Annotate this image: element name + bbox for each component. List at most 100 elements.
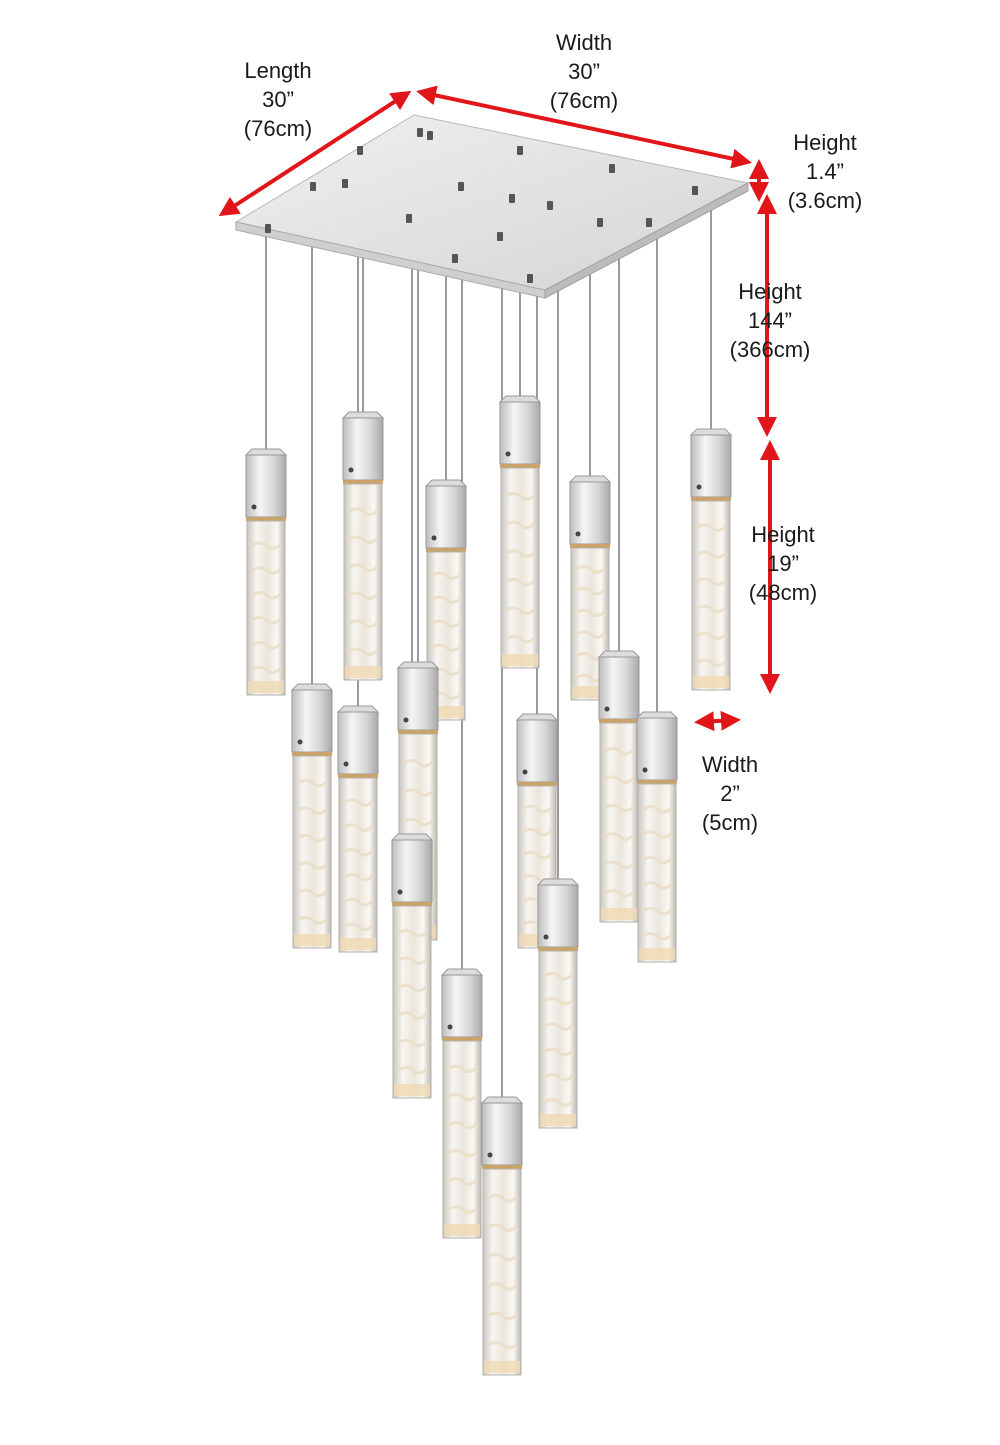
crystal-inclusion [504,634,537,644]
cord-fitting [509,194,515,203]
pendant-cap-top [390,833,434,841]
pendant-glow-band [343,480,383,484]
crystal-inclusion [347,535,380,545]
crystal-pendant-icon [480,1096,524,1376]
cord-fitting [527,274,533,283]
width-caption: Width [555,30,613,55]
cord-fitting [609,164,615,173]
crystal-inclusion [250,591,283,600]
overall-height-imperial: 144” [747,308,793,333]
crystal-base-glow [340,938,376,950]
crystal-inclusion [446,1092,479,1102]
crystal-base-glow [693,676,729,688]
pendant-screw [543,934,549,940]
pendant-height-caption: Height [751,522,815,547]
crystal-inclusion [574,630,607,639]
crystal-base-glow [345,666,381,678]
width-metric: (76cm) [549,88,619,113]
crystal-pendant-icon [689,428,733,691]
crystal-inclusion [446,1177,479,1186]
pendant-screw [505,451,511,457]
pendant-glow-band [517,782,557,786]
crystal-pendant-icon [635,711,679,963]
crystal-inclusion [603,832,636,841]
crystal-inclusion [574,565,607,574]
crystal-inclusion [342,798,375,807]
crystal-inclusion [504,606,537,615]
cord-fitting [427,131,433,140]
crystal-inclusion [347,647,380,657]
crystal-body [392,905,432,1099]
pendant-screw [575,531,581,537]
pendant-width-metric: (5cm) [701,810,759,835]
crystal-body [637,783,677,963]
crystal-pendant-icon [568,475,612,701]
crystal-pendant-icon [390,833,434,1099]
crystal-pendant-icon [597,650,641,923]
crystal-inclusion [347,591,380,601]
overall-height-metric: (366cm) [729,337,811,362]
crystal-inclusion [296,861,329,870]
pendant-cap-top [290,683,334,691]
crystal-inclusion [296,778,329,788]
pendant-width-caption: Width [701,752,759,777]
crystal-body [538,950,578,1129]
crystal-inclusion [603,860,636,870]
crystal-inclusion [542,1022,575,1031]
crystal-body [442,1040,482,1239]
crystal-inclusion [641,804,674,814]
crystal-inclusion [504,492,537,501]
pendant-glow-band [426,548,466,552]
length-label: Length 30” (76cm) [218,56,338,143]
crystal-inclusion [695,550,728,560]
pendant-height-imperial: 19” [767,551,799,576]
pendant-screw [696,484,702,490]
pendant-cap-top [536,878,580,886]
pendant-screw [343,761,349,767]
crystal-inclusion [641,906,674,916]
crystal-inclusion [504,549,537,558]
cord-fitting [646,218,652,227]
pendant-cap-top [635,711,679,719]
cord-fitting [547,201,553,210]
crystal-inclusion [603,889,636,898]
length-metric: (76cm) [243,116,313,141]
crystal-inclusion [250,615,283,625]
pendant-cap-top [440,968,484,976]
overall-height-caption: Height [738,279,802,304]
crystal-inclusion [430,595,463,605]
crystal-inclusion [603,746,636,756]
length-dimension-arrow-icon [218,90,412,217]
cord-fitting [597,218,603,227]
cord-fitting [406,214,412,223]
crystal-inclusion [396,956,429,965]
crystal-inclusion [342,848,375,857]
crystal-inclusion [641,855,674,865]
crystal-inclusion [504,577,537,587]
pendant-glow-band [599,719,639,723]
pendant-screw [522,769,528,775]
crystal-inclusion [296,888,329,898]
crystal-base-glow [248,681,284,693]
cord-fitting [517,146,523,155]
pendant-screw [447,1024,453,1030]
pendant-screw [604,706,610,712]
crystal-inclusion [430,619,463,629]
crystal-inclusion [342,823,375,832]
pendant-height-label: Height 19” (48cm) [728,520,838,607]
pendant-glow-band [246,517,286,521]
pendant-screw [642,767,648,773]
crystal-inclusion [446,1149,479,1158]
pendant-glow-band [570,544,610,548]
pendant-glow-band [500,464,540,468]
pendant-cap [245,454,287,518]
canopy-height-imperial: 1.4” [806,159,844,184]
pendant-screw [297,739,303,745]
crystal-inclusion [402,817,435,827]
cord-fitting [310,182,316,191]
canopy-height-caption: Height [793,130,857,155]
pendant-cap-top [498,395,542,403]
crystal-inclusion [521,827,554,837]
crystal-base-glow [540,1114,576,1126]
crystal-inclusion [396,1011,429,1020]
